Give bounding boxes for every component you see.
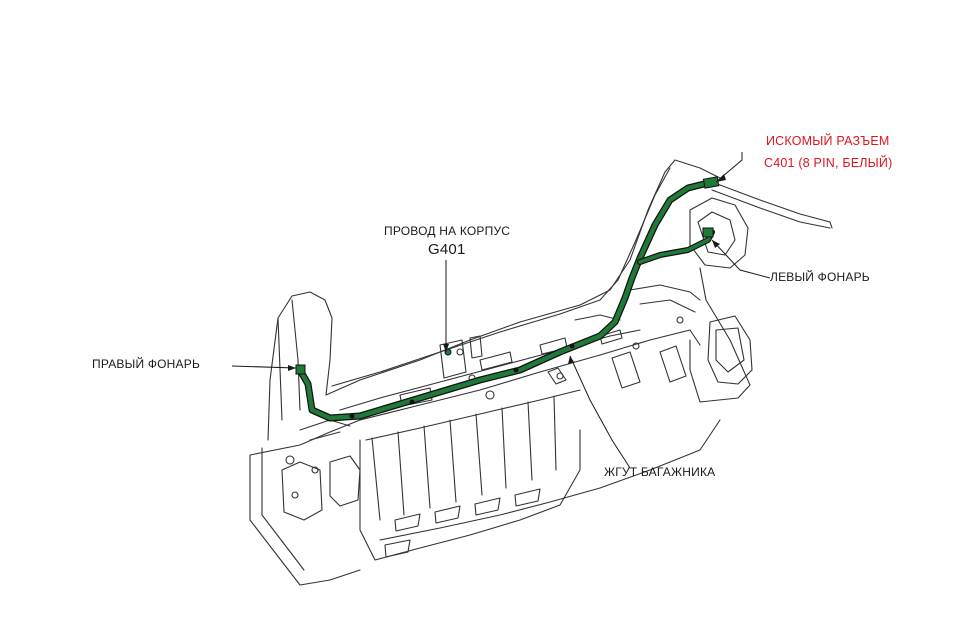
leader-trunk-harness <box>569 355 631 469</box>
target-connector-label-line1: ИСКОМЫЙ РАЗЪЕМ <box>766 134 890 148</box>
connector-right-lamp <box>295 364 306 375</box>
ground-bracket <box>439 339 467 379</box>
ground-wire-label-line2: G401 <box>428 241 466 258</box>
left-pillar-outline <box>267 291 333 441</box>
trunk-harness-label: ЖГУТ БАГАЖНИКА <box>604 465 716 479</box>
right-rail <box>711 181 831 223</box>
right-lamp-label: ПРАВЫЙ ФОНАРЬ <box>92 357 201 371</box>
connector-c401 <box>702 176 720 189</box>
rear-panel <box>249 454 361 586</box>
left-lamp-recess <box>689 197 749 269</box>
ground-wire-label-line1: ПРОВОД НА КОРПУС <box>384 224 511 238</box>
connector-left-lamp <box>702 227 714 238</box>
leader-c401 <box>715 152 743 183</box>
leader-left-lamp <box>711 239 771 279</box>
floor-ribs <box>359 429 581 561</box>
target-connector-label-line2: C401 (8 PIN, БЕЛЫЙ) <box>764 156 893 170</box>
left-lamp-label: ЛЕВЫЙ ФОНАРЬ <box>770 270 870 284</box>
leader-right-lamp <box>231 365 297 369</box>
body-top-contour <box>325 159 721 396</box>
